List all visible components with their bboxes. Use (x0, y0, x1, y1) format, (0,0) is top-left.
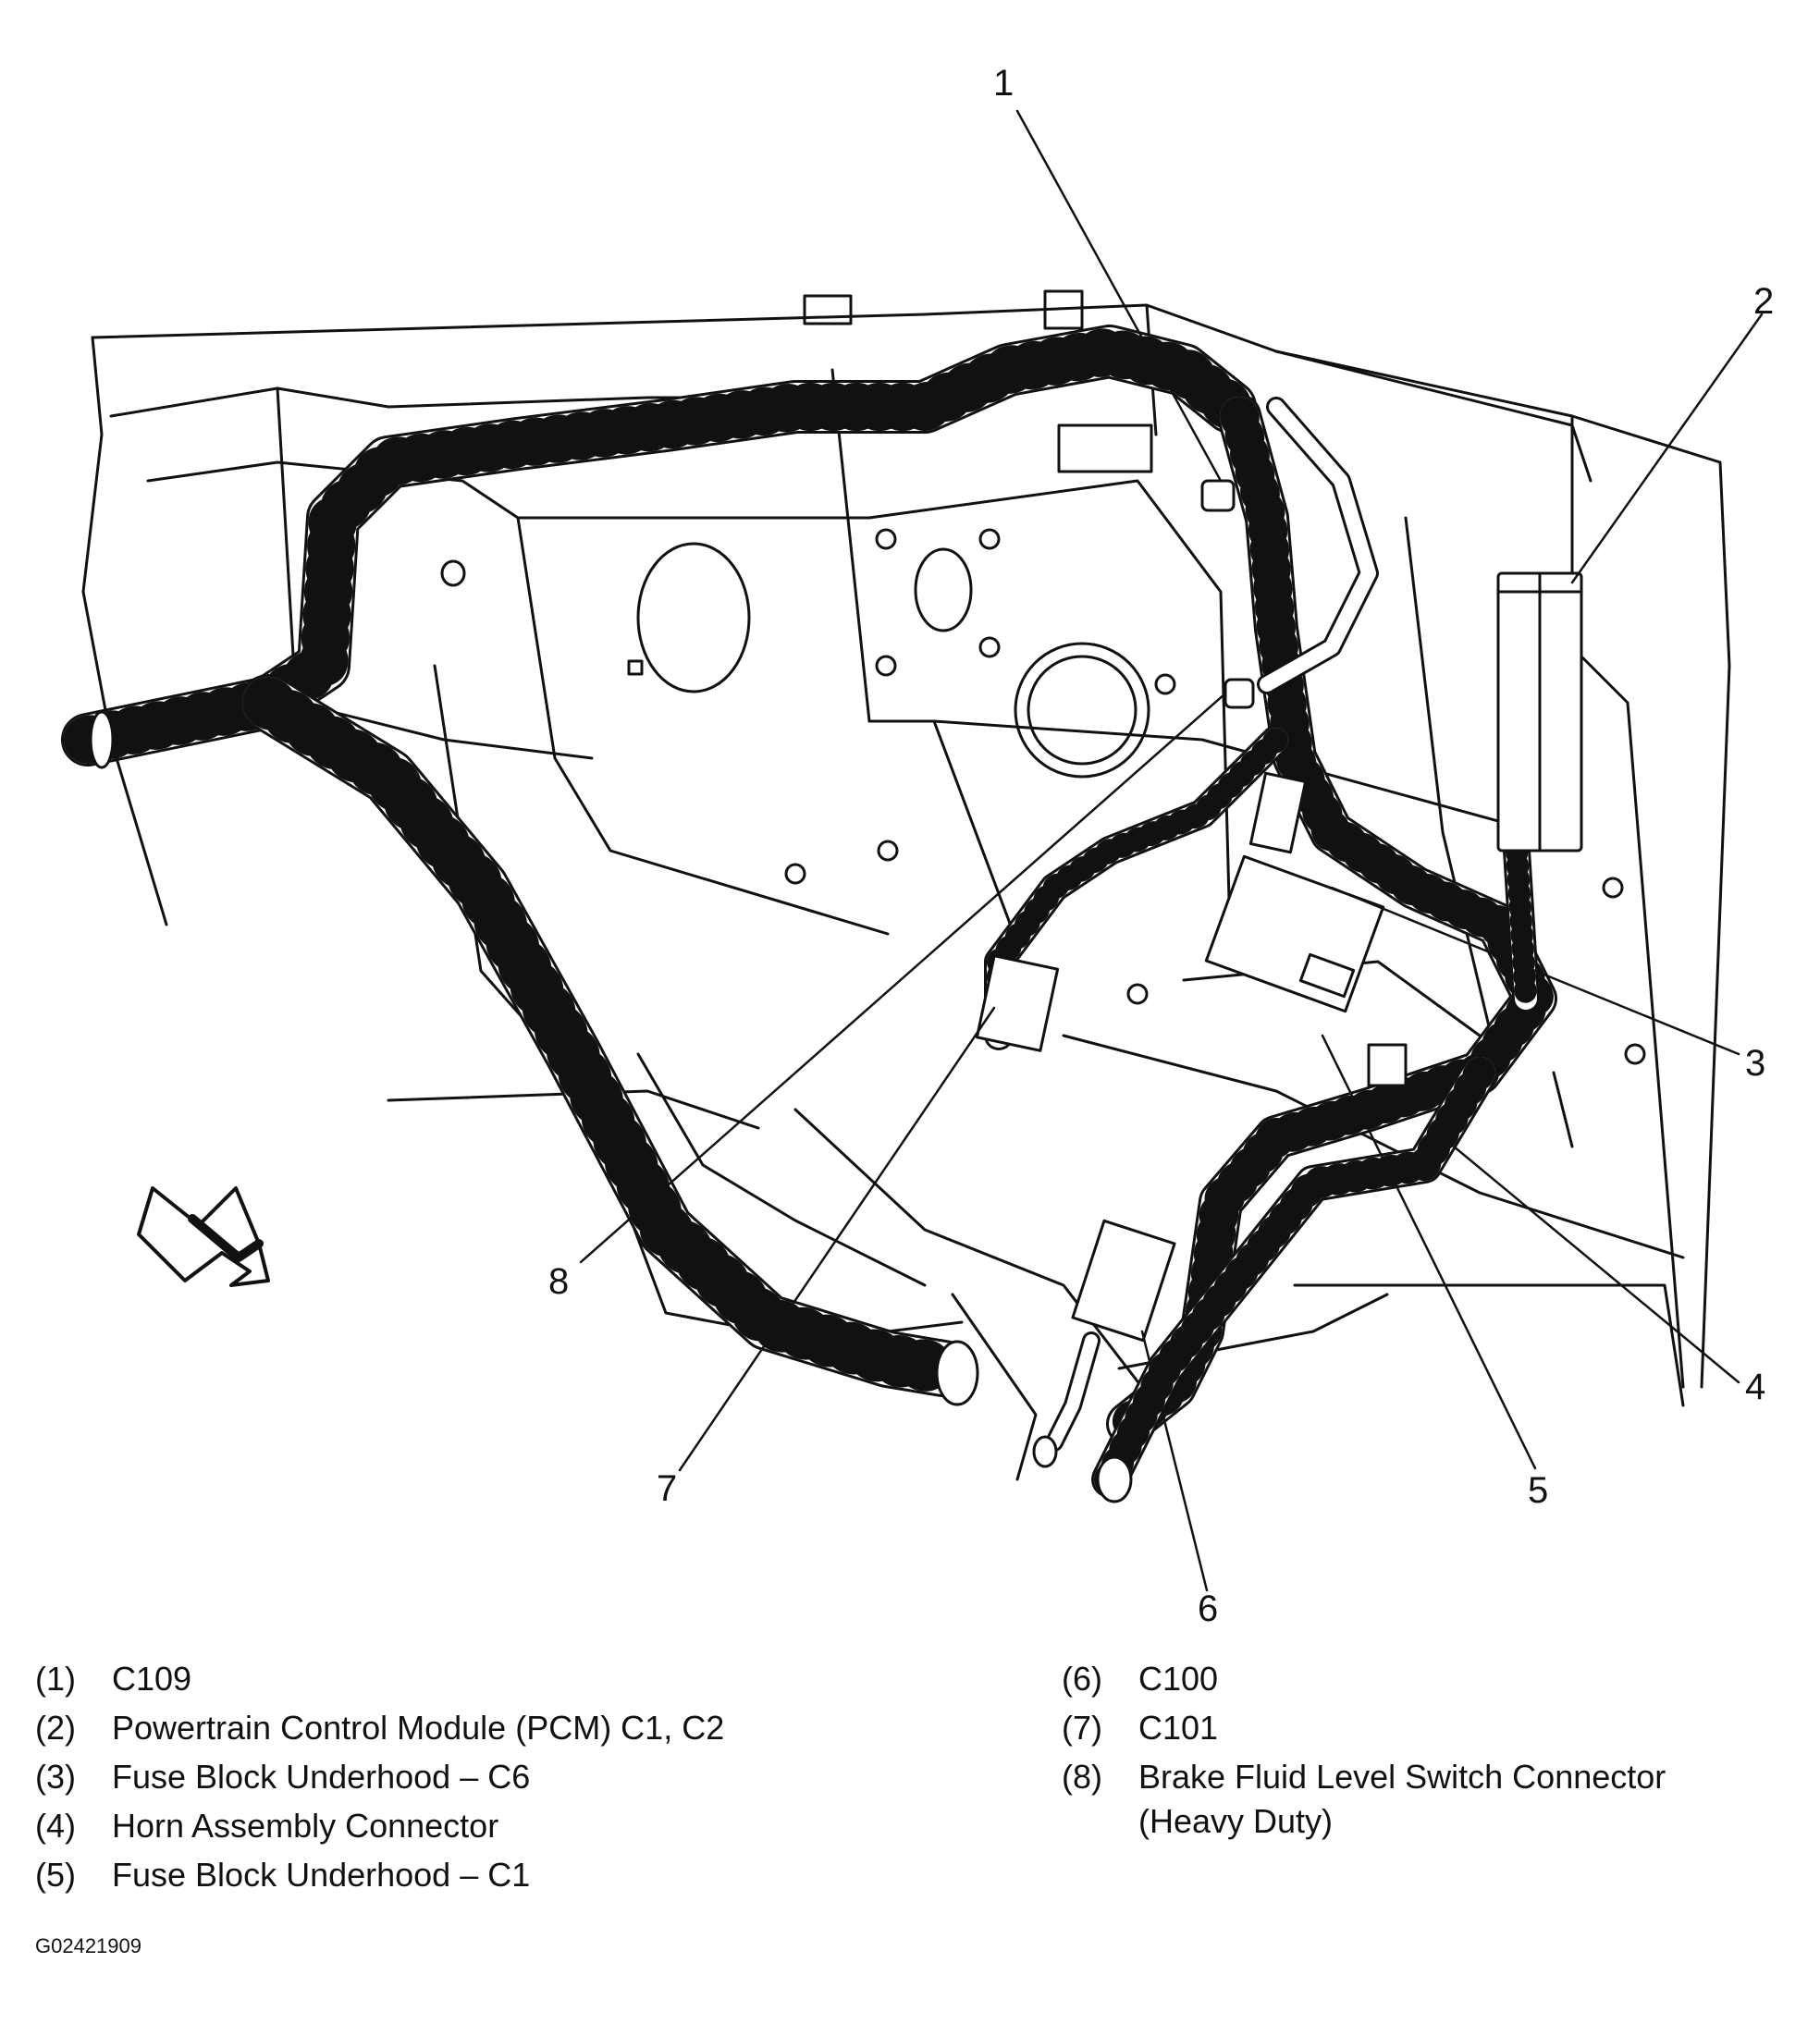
legend-number: (5) (35, 1856, 76, 1894)
callout-1: 1 (993, 63, 1015, 104)
figure-id: G02421909 (35, 1934, 141, 1957)
legend-label: Fuse Block Underhood – C1 (112, 1856, 531, 1894)
leader-line-6 (1140, 1330, 1209, 1592)
legend-label: Powertrain Control Module (PCM) C1, C2 (112, 1709, 725, 1747)
leader-line-1 (1015, 109, 1223, 483)
legend-item-7: (7) C101 (1062, 1709, 1802, 1749)
legend-item-3: (3) Fuse Block Underhood – C6 (35, 1758, 1006, 1798)
callout-4: 4 (1745, 1367, 1766, 1407)
leader-line-7 (678, 1006, 996, 1472)
legend-number: (1) (35, 1660, 76, 1698)
legend-number: (3) (35, 1758, 76, 1796)
legend-label: Brake Fluid Level Switch Connector (1138, 1758, 1666, 1796)
legend-label-continued: (Heavy Duty) (1138, 1802, 1334, 1840)
legend-label: C100 (1138, 1660, 1219, 1698)
legend-item-8: (8) Brake Fluid Level Switch Connector (… (1062, 1758, 1802, 1843)
leader-line-5 (1321, 1034, 1537, 1470)
leader-line-3 (1330, 886, 1740, 1056)
legend-number: (7) (1062, 1709, 1102, 1747)
callout-5: 5 (1528, 1470, 1549, 1511)
firewall-openings (440, 528, 1646, 1065)
leader-line-2 (1570, 313, 1764, 584)
legend-label: Fuse Block Underhood – C6 (112, 1758, 531, 1796)
legend-number: (2) (35, 1709, 76, 1747)
legend-item-6: (6) C100 (1062, 1660, 1802, 1700)
legend-item-4: (4) Horn Assembly Connector (35, 1807, 1006, 1847)
callout-2: 2 (1753, 281, 1775, 322)
wiring-harness (61, 325, 1557, 1503)
body-structure (81, 289, 1731, 1481)
legend-number: (4) (35, 1807, 76, 1845)
callout-3: 3 (1745, 1043, 1766, 1084)
leader-lines (579, 109, 1764, 1592)
legend-item-5: (5) Fuse Block Underhood – C1 (35, 1856, 1006, 1896)
callout-6: 6 (1198, 1589, 1219, 1629)
callout-8: 8 (548, 1261, 570, 1302)
callout-7: 7 (657, 1468, 678, 1509)
legend-number: (6) (1062, 1660, 1102, 1698)
leader-line-4 (1441, 1135, 1740, 1384)
leader-line-8 (579, 692, 1227, 1264)
front-arrow-icon (137, 1186, 270, 1287)
wiring-harness-drawing (61, 109, 1764, 1592)
legend-item-1: (1) C109 (35, 1660, 1006, 1700)
connectors (975, 423, 1583, 1343)
legend-label: C109 (112, 1660, 192, 1698)
legend-label: C101 (1138, 1709, 1219, 1747)
legend-label: Horn Assembly Connector (112, 1807, 499, 1845)
legend-number: (8) (1062, 1758, 1102, 1796)
legend-item-2: (2) Powertrain Control Module (PCM) C1, … (35, 1709, 1006, 1749)
